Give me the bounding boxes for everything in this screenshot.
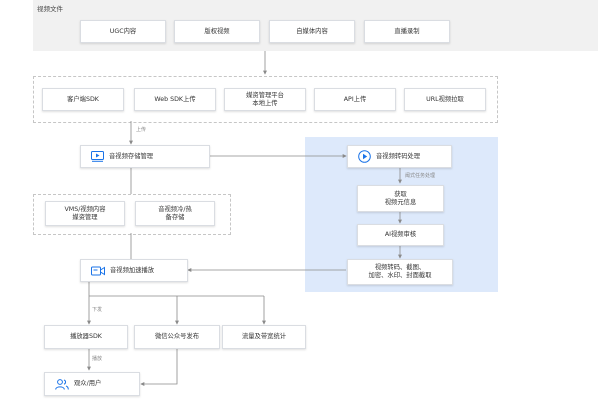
play-circle-icon: [358, 150, 371, 163]
wechat-publish-node: 微信公众号发布: [134, 325, 220, 349]
transcode-node: 音视频转码处理: [347, 145, 452, 168]
audience-label: 观众/用户: [74, 380, 102, 387]
edge-label-task: 阈式任务处理: [405, 173, 436, 179]
upload-web-sdk: Web SDK上传: [134, 88, 216, 111]
traffic-stats-node: 流量及带宽统计: [222, 325, 306, 349]
storage-management-node: 音视频存储管理: [80, 145, 210, 168]
video-library-icon: [91, 151, 104, 162]
storage-management-label: 音视频存储管理: [109, 152, 154, 160]
ai-review-step: AI视频审核: [357, 224, 444, 246]
users-icon: [55, 378, 69, 390]
storage-vms: VMS/视频内容 媒资管理: [45, 201, 125, 226]
edge-label-deliver: 下发: [92, 307, 103, 313]
storage-hot-cold: 音视频冷/热 备存储: [135, 201, 215, 226]
storage-sub-group: [33, 194, 231, 235]
transcode-operations-step: 视频转码、截图、 加密、水印、封面截取: [347, 259, 453, 285]
player-sdk-node: 播放器SDK: [44, 325, 128, 349]
video-camera-icon: [91, 266, 105, 276]
upload-url-pull: URL视频拉取: [404, 88, 486, 111]
source-self-media: 自媒体内容: [269, 20, 355, 43]
playback-acceleration-label: 音视频加速播放: [110, 266, 155, 274]
upload-api: API上传: [314, 88, 396, 111]
transcode-label: 音视频转码处理: [376, 152, 421, 160]
video-sources-title: 视频文件: [37, 5, 63, 13]
upload-client-sdk: 客户端SDK: [42, 88, 124, 111]
upload-methods-group: [33, 76, 498, 123]
source-copyright: 版权视频: [174, 20, 260, 43]
source-live-recording: 直播录制: [364, 20, 450, 43]
arrow-wechat-to-audience: [140, 349, 178, 386]
edge-label-upload: 上传: [136, 127, 147, 133]
metadata-step: 获取 视频元信息: [357, 185, 444, 212]
audience-node: 观众/用户: [44, 372, 140, 396]
upload-media-platform: 媒资管理平台 本地上传: [224, 88, 306, 111]
edge-label-play: 播放: [92, 356, 103, 362]
playback-acceleration-node: 音视频加速播放: [80, 259, 188, 282]
source-ugc: UGC内容: [80, 20, 166, 43]
